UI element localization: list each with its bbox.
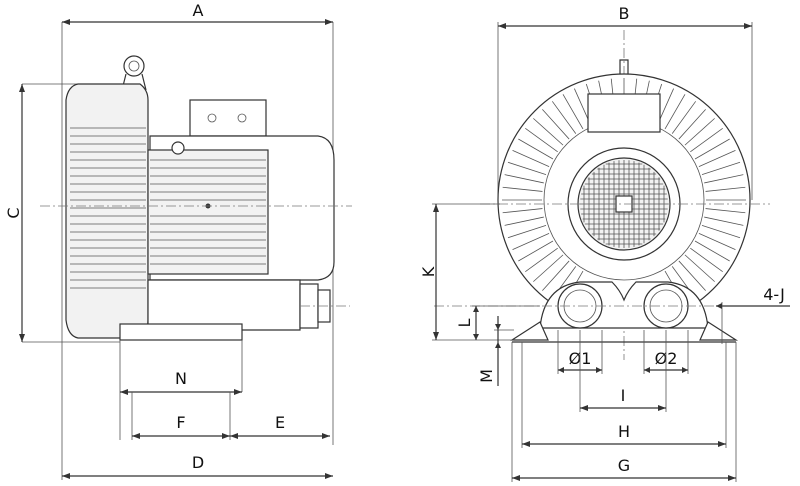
dim-label-4j: 4-J [763, 285, 785, 304]
fan-fin [684, 118, 715, 146]
fan-fin [562, 94, 584, 130]
fan-fin [690, 247, 723, 273]
fan-fin [518, 138, 554, 160]
dimension-m: M [477, 316, 501, 386]
dimension-n: N [120, 369, 242, 395]
dim-label-m: M [477, 369, 496, 383]
dimension-h: H [522, 422, 726, 447]
dim-label-h: H [618, 422, 630, 441]
dim-label-e: E [275, 413, 285, 432]
motor-fins [150, 159, 266, 265]
fan-fin [705, 186, 746, 192]
fan-fin [542, 260, 570, 291]
fan-fin [698, 150, 736, 168]
fan-fin [551, 101, 577, 134]
fan-fin [694, 240, 730, 262]
dimension-b: B [498, 4, 752, 29]
fan-fin [542, 109, 570, 140]
fan-fin [525, 127, 558, 153]
fan-fin [704, 216, 744, 226]
dim-label-i: I [621, 386, 626, 405]
dimension-k: K [419, 204, 439, 340]
fan-housing [65, 83, 149, 339]
fan-fin [512, 150, 550, 168]
fan-fin [507, 161, 547, 176]
dimension-e: E [230, 413, 330, 439]
side-view: A C [4, 1, 352, 480]
fan-fin [705, 208, 746, 214]
front-view: B K [419, 4, 790, 482]
fan-fin [664, 94, 686, 130]
manifold [147, 279, 301, 331]
dim-label-b: B [619, 4, 630, 23]
base-plate [119, 323, 243, 341]
fan-fin [512, 232, 550, 250]
terminal-box [189, 99, 267, 137]
top-boss [587, 93, 661, 133]
fan-fin [504, 216, 544, 226]
fan-fin [502, 186, 543, 192]
fan-fin [507, 224, 547, 239]
fan-fin [504, 174, 544, 184]
motor-fins-block [147, 149, 269, 275]
dim-label-f: F [176, 413, 185, 432]
dim-label-n: N [175, 369, 187, 388]
dim-label-c: C [4, 207, 23, 218]
dim-label-k: K [419, 266, 438, 277]
dimension-d: D [62, 453, 333, 479]
fan-fin [518, 240, 554, 262]
dimension-l: L [455, 306, 479, 340]
dim-label-l: L [455, 318, 474, 327]
dimension-g: G [512, 456, 736, 481]
fan-fin [671, 101, 697, 134]
dimension-c: C [4, 84, 25, 342]
fan-fin [502, 208, 543, 214]
fan-fin [533, 118, 564, 146]
dimension-i: I [580, 386, 666, 411]
fan-fin [698, 232, 736, 250]
dim-label-a: A [193, 1, 204, 20]
dim-label-d: D [192, 453, 204, 472]
fan-fin [533, 254, 564, 282]
dimension-4j: 4-J [716, 285, 790, 344]
fan-fin [701, 224, 741, 239]
housing-fins [70, 127, 146, 289]
fan-fin [701, 161, 741, 176]
fan-fin [694, 138, 730, 160]
fan-fin [678, 109, 706, 140]
foot-left [509, 321, 549, 341]
lifting-eye [123, 55, 145, 77]
fan-fin [690, 127, 723, 153]
fan-fin [684, 254, 715, 282]
dimension-f: F [132, 413, 230, 439]
fan-fin [525, 247, 558, 273]
dimension-a: A [62, 1, 333, 25]
fan-fin [704, 174, 744, 184]
dim-label-g: G [618, 456, 630, 475]
fan-fin [678, 260, 706, 291]
